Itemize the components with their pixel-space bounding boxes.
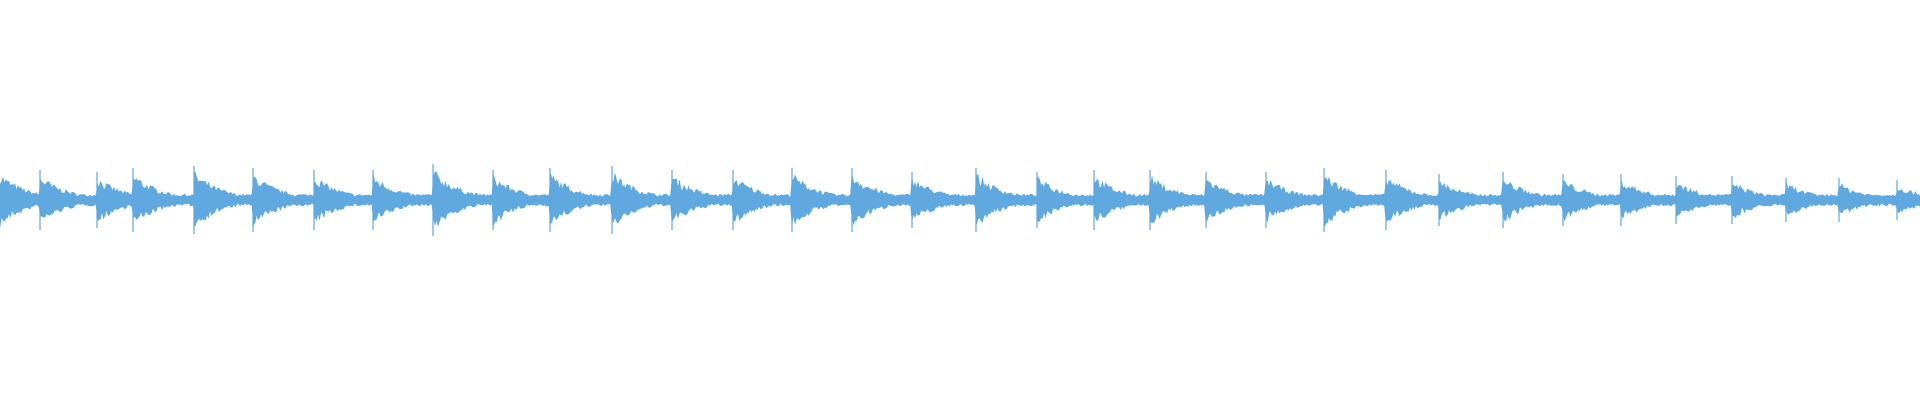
waveform-shape [0, 171, 1920, 228]
